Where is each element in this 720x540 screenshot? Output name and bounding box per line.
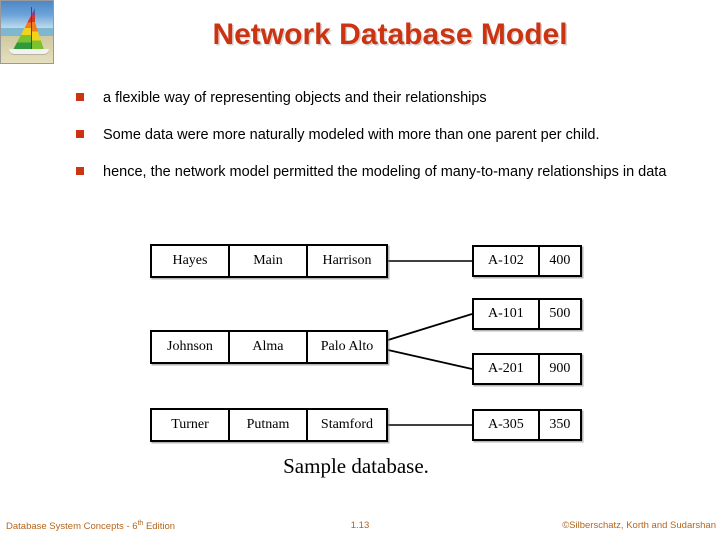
cell-account-id: A-201 [474,355,540,383]
cell-customer-street: Main [230,246,308,276]
footer-page-number: 1.13 [350,520,370,531]
footer-left-text: Database System Concepts - 6 [6,521,138,533]
cell-account-balance: 400 [549,253,571,268]
table-row: A-201 900 [472,353,582,385]
footer-copyright: ©Silberschatz, Korth and Sudarshan [562,520,716,531]
table-row: Johnson Alma Palo Alto [150,330,388,364]
cell-customer-street: Alma [230,332,308,362]
sample-database-figure: Hayes Main Harrison Johnson Alma Palo Al… [96,222,616,494]
table-row: Hayes Main Harrison [150,244,388,278]
cell-customer-name: Johnson [152,332,230,362]
bullet-square-icon [76,93,84,101]
cell-account-balance: 350 [549,417,571,432]
list-item-label: a flexible way of representing objects a… [103,90,487,106]
cell-account-balance: 500 [549,306,571,321]
list-item-label: hence, the network model permitted the m… [103,164,667,181]
sailboat-logo-image [0,0,54,64]
footer-left-tail: Edition [143,521,176,533]
cell-customer-city: Stamford [320,417,374,432]
cell-customer-city: Harrison [322,253,372,268]
cell-account-id: A-305 [474,411,540,439]
footer-left: Database System Concepts - 6th Edition [6,520,175,532]
list-item: Some data were more naturally modeled wi… [76,125,676,146]
logo-hull [9,49,49,54]
cell-account-id: A-102 [474,247,540,275]
figure-caption: Sample database. [283,454,429,478]
table-row: A-305 350 [472,409,582,441]
cell-customer-name: Hayes [152,246,230,276]
page-title: Network Database Model [212,18,568,51]
table-row: A-102 400 [472,245,582,277]
table-row: Turner Putnam Stamford [150,408,388,442]
logo-mast [31,7,32,49]
cell-customer-name: Turner [152,410,230,440]
footer-left-superscript: th [137,520,144,527]
cell-customer-street: Putnam [230,410,308,440]
cell-customer-city: Palo Alto [320,339,374,354]
cell-account-balance: 900 [549,361,571,376]
bullet-list: a flexible way of representing objects a… [76,88,676,199]
list-item: a flexible way of representing objects a… [76,88,676,109]
bullet-square-icon [76,167,84,176]
list-item: hence, the network model permitted the m… [76,162,676,183]
list-item-label: Some data were more naturally modeled wi… [103,127,600,144]
table-row: A-101 500 [472,298,582,330]
cell-account-id: A-101 [474,300,540,328]
bullet-square-icon [76,130,84,139]
footer: Database System Concepts - 6th Edition 1… [0,520,720,540]
